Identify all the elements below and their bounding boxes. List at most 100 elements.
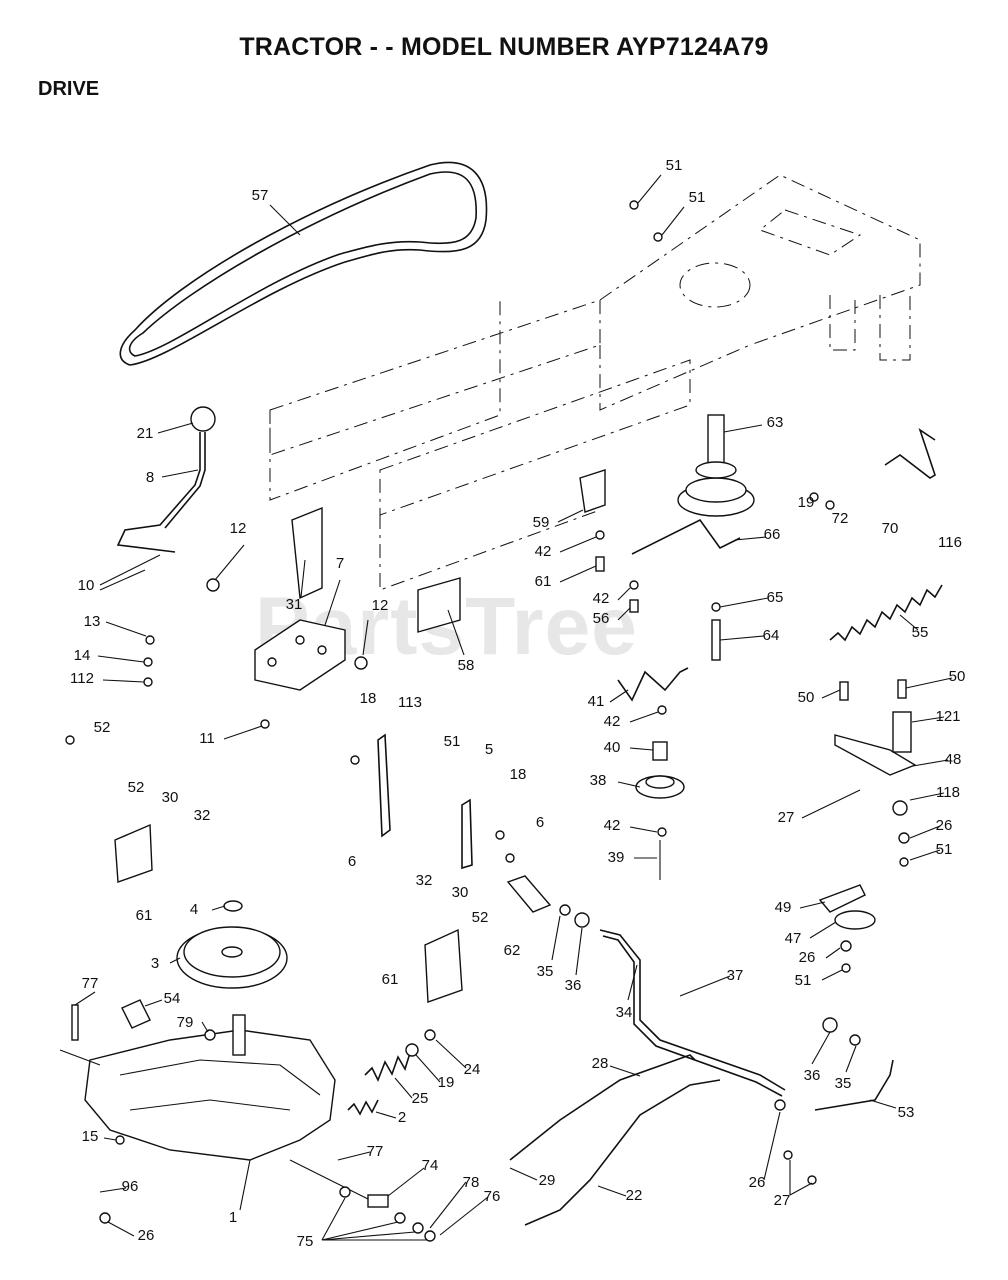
callout-4: 4 <box>190 901 198 918</box>
callout-2: 2 <box>398 1109 406 1126</box>
callout-40: 40 <box>604 739 621 756</box>
bracket-48 <box>834 711 917 816</box>
callout-13: 13 <box>84 613 101 630</box>
callout-77: 77 <box>82 975 99 992</box>
callout-58: 58 <box>458 657 475 674</box>
callout-62: 62 <box>504 942 521 959</box>
callout-27: 27 <box>778 809 795 826</box>
drive-belt <box>119 161 488 366</box>
plate-58 <box>417 577 461 633</box>
bracket-59 <box>579 469 606 513</box>
callout-11: 11 <box>199 730 215 747</box>
callout-42: 42 <box>604 817 621 834</box>
transaxle-body <box>59 1014 371 1201</box>
callout-14: 14 <box>74 647 91 664</box>
callout-51: 51 <box>795 972 812 989</box>
callout-26: 26 <box>799 949 816 966</box>
section-title: DRIVE <box>38 78 100 100</box>
callout-51: 51 <box>444 733 461 750</box>
link-41 <box>617 667 689 702</box>
callout-55: 55 <box>912 624 929 641</box>
part-54 <box>121 999 151 1029</box>
leader-lines <box>74 174 953 1241</box>
spring-2 <box>347 1099 379 1116</box>
callout-3: 3 <box>151 955 159 972</box>
callout-35: 35 <box>835 1075 852 1092</box>
callout-labels: 5751512186319727011612317125942616610131… <box>70 157 965 1250</box>
callout-49: 49 <box>775 899 792 916</box>
callout-36: 36 <box>565 977 582 994</box>
callout-18: 18 <box>510 766 527 783</box>
callout-26: 26 <box>138 1227 155 1244</box>
callout-10: 10 <box>78 577 95 594</box>
bracket-30-center <box>424 928 463 1003</box>
callout-79: 79 <box>177 1014 194 1031</box>
bracket-49 <box>818 884 876 930</box>
callout-72: 72 <box>832 510 849 527</box>
callout-28: 28 <box>592 1055 609 1072</box>
callout-7: 7 <box>336 555 344 572</box>
bushing-62 <box>506 875 552 913</box>
spring-25 <box>364 1052 411 1082</box>
callout-32: 32 <box>194 807 211 824</box>
callout-18: 18 <box>360 690 377 707</box>
callout-41: 41 <box>588 693 605 710</box>
callout-50: 50 <box>949 668 966 685</box>
hardware <box>65 200 910 1242</box>
callout-52: 52 <box>472 909 489 926</box>
callout-121: 121 <box>935 708 960 725</box>
bracket-30-left <box>114 823 153 883</box>
callout-77: 77 <box>367 1143 384 1160</box>
callout-39: 39 <box>608 849 625 866</box>
callout-21: 21 <box>137 425 154 442</box>
callout-57: 57 <box>252 187 269 204</box>
callout-5: 5 <box>485 741 493 758</box>
callout-56: 56 <box>593 610 610 627</box>
callout-47: 47 <box>785 930 802 947</box>
callout-70: 70 <box>882 520 899 537</box>
bracket-70 <box>884 428 936 479</box>
bracket-5 <box>461 798 473 870</box>
callout-75: 75 <box>297 1233 314 1250</box>
callout-34: 34 <box>616 1004 633 1021</box>
callout-30: 30 <box>162 789 179 806</box>
callout-118: 118 <box>936 784 960 801</box>
callout-29: 29 <box>539 1172 556 1189</box>
idler-pulley-assembly <box>677 414 755 517</box>
callout-35: 35 <box>537 963 554 980</box>
callout-12: 12 <box>230 520 247 537</box>
callout-30: 30 <box>452 884 469 901</box>
callout-6: 6 <box>348 853 356 870</box>
callout-78: 78 <box>463 1174 480 1191</box>
bracket-113 <box>377 733 391 838</box>
callout-22: 22 <box>626 1187 643 1204</box>
callout-51: 51 <box>936 841 953 858</box>
callout-37: 37 <box>727 967 744 984</box>
callout-76: 76 <box>484 1188 501 1205</box>
callout-12: 12 <box>372 597 389 614</box>
plate-31 <box>291 506 323 600</box>
callout-65: 65 <box>767 589 784 606</box>
callout-61: 61 <box>382 971 399 988</box>
pulley-38 <box>635 741 685 880</box>
axle-bracket <box>206 578 368 691</box>
callout-116: 116 <box>938 534 962 551</box>
callout-32: 32 <box>416 872 433 889</box>
transaxle-pulley <box>176 900 288 989</box>
callout-112: 112 <box>70 670 94 687</box>
callout-66: 66 <box>764 526 781 543</box>
callout-27: 27 <box>774 1192 791 1209</box>
callout-51: 51 <box>689 189 706 206</box>
callout-25: 25 <box>412 1090 429 1107</box>
callout-48: 48 <box>945 751 962 768</box>
callout-113: 113 <box>398 694 422 711</box>
callout-59: 59 <box>533 514 550 531</box>
tractor-frame <box>269 174 921 591</box>
callout-6: 6 <box>536 814 544 831</box>
callout-63: 63 <box>767 414 784 431</box>
spring-55 <box>829 584 943 642</box>
callout-64: 64 <box>763 627 780 644</box>
callout-31: 31 <box>286 596 303 613</box>
callout-15: 15 <box>82 1128 99 1145</box>
